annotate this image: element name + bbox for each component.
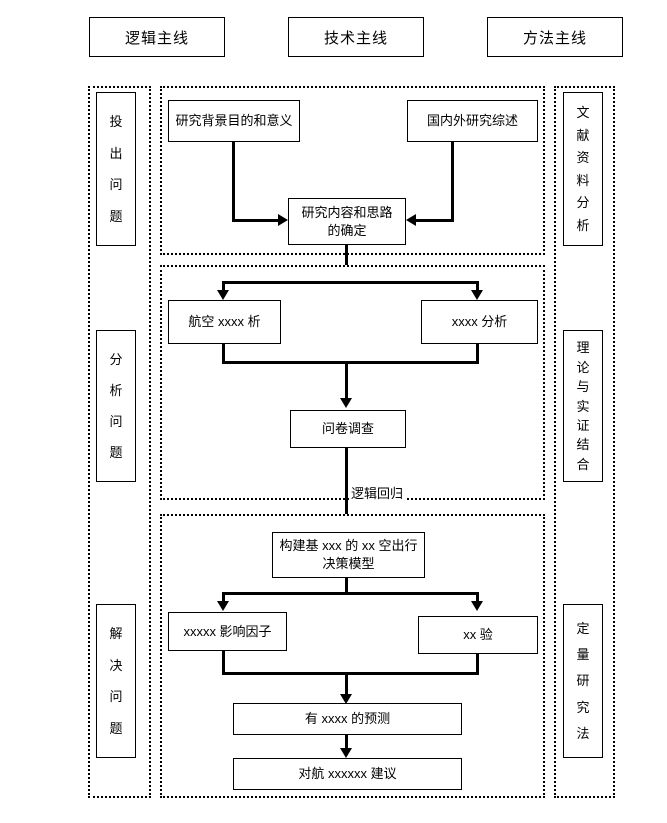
node-label-line1: 构建基 xxx 的 xx 空出行 — [279, 538, 418, 554]
vchar: 题 — [109, 720, 123, 736]
vchar: 论 — [576, 359, 590, 375]
vchar: 问 — [109, 414, 123, 429]
node-label: xxxxx 影响因子 — [183, 623, 272, 639]
vchar: 结 — [576, 437, 590, 453]
connector-line — [345, 578, 348, 594]
vchar: 题 — [109, 208, 123, 224]
vchar: 文 — [576, 105, 590, 121]
node-suggestion: 对航 xxxxxx 建议 — [233, 758, 462, 790]
vchar: 究 — [576, 699, 590, 715]
arrow-head-down — [340, 398, 352, 408]
vchar: 法 — [576, 725, 590, 741]
node-label: xxxx 分析 — [451, 314, 508, 330]
vchar: 量 — [576, 647, 590, 663]
vchar: 出 — [109, 145, 123, 161]
vchar: 定 — [576, 621, 590, 637]
connector-line — [345, 672, 348, 700]
left-lane-item-solve-question: 解 决 问 题 — [96, 604, 136, 758]
arrow-head-down — [340, 748, 352, 758]
node-decision-model: 构建基 xxx 的 xx 空出行 决策模型 — [272, 532, 425, 578]
vchar: 解 — [109, 626, 123, 642]
connector-line — [476, 654, 479, 675]
vchar: 分 — [109, 352, 123, 367]
node-aviation-analysis: 航空 xxxx 析 — [168, 300, 281, 344]
node-label-line1: 研究内容和思路 — [301, 204, 393, 220]
vchar: 问 — [109, 177, 123, 193]
right-lane-item-quantitative-method: 定 量 研 究 法 — [563, 604, 603, 758]
connector-line — [232, 219, 278, 222]
node-literature-review: 国内外研究综述 — [407, 100, 538, 142]
connector-line — [222, 672, 479, 675]
arrow-head-right — [278, 214, 288, 226]
connector-line — [476, 281, 479, 293]
connector-line — [345, 735, 348, 753]
vchar: 料 — [576, 172, 590, 188]
vchar: 与 — [576, 379, 590, 395]
vchar: 问 — [109, 689, 123, 705]
header-label-logic-mainline: 逻辑主线 — [124, 29, 189, 47]
header-box-method-mainline: 方法主线 — [487, 17, 623, 57]
arrow-head-down — [340, 694, 352, 704]
vchar: 理 — [576, 340, 590, 356]
connector-line — [476, 592, 479, 604]
header-label-method-mainline: 方法主线 — [522, 29, 587, 47]
node-xxxx-analysis: xxxx 分析 — [421, 300, 538, 344]
vchar: 投 — [109, 114, 123, 130]
header-box-technique-mainline: 技术主线 — [288, 17, 424, 57]
header-box-logic-mainline: 逻辑主线 — [89, 17, 225, 57]
node-label-line2: 决策模型 — [322, 556, 375, 571]
node-label: 对航 xxxxxx 建议 — [298, 766, 397, 782]
connector-line — [345, 448, 348, 532]
edge-label-text: 逻辑回归 — [351, 486, 404, 501]
vchar: 研 — [576, 673, 590, 689]
node-label: 国内外研究综述 — [426, 113, 518, 129]
vchar: 决 — [109, 657, 123, 673]
header-label-technique-mainline: 技术主线 — [323, 29, 388, 47]
node-label: xx 验 — [463, 627, 493, 643]
left-lane-item-raise-question: 投 出 问 题 — [96, 92, 136, 246]
connector-line — [222, 592, 479, 595]
left-lane-item-analyze-question: 分 析 问 题 — [96, 330, 136, 482]
arrow-head-down — [217, 601, 229, 611]
node-label: 有 xxxx 的预测 — [304, 711, 391, 727]
node-label-line2: 的确定 — [327, 222, 367, 238]
right-lane-item-literature-analysis: 文 献 资 料 分 析 — [563, 92, 603, 246]
vchar: 证 — [576, 417, 590, 433]
vchar: 合 — [576, 456, 590, 472]
vchar: 题 — [109, 445, 123, 460]
vchar: 资 — [576, 150, 590, 166]
connector-line — [222, 281, 479, 284]
connector-line — [232, 142, 235, 222]
connector-line — [451, 142, 454, 222]
connector-line — [222, 651, 225, 675]
connector-line — [222, 344, 225, 364]
vchar: 分 — [576, 195, 590, 211]
node-label: 问卷调查 — [321, 421, 374, 437]
vchar: 献 — [576, 127, 590, 143]
connector-line — [345, 245, 348, 283]
arrow-head-down — [217, 290, 229, 300]
node-research-content-decision: 研究内容和思路 的确定 — [288, 198, 406, 245]
connector-line — [476, 344, 479, 364]
arrow-head-down — [471, 601, 483, 611]
connector-line — [345, 361, 348, 401]
connector-line — [416, 219, 454, 222]
connector-line — [222, 281, 225, 293]
vchar: 析 — [109, 383, 123, 398]
vchar: 实 — [576, 398, 590, 414]
node-questionnaire-survey: 问卷调查 — [290, 410, 406, 448]
node-label: 航空 xxxx 析 — [188, 314, 261, 330]
connector-line — [222, 592, 225, 604]
connector-line — [222, 361, 479, 364]
right-lane-item-theory-empirical: 理 论 与 实 证 结 合 — [563, 330, 603, 482]
node-research-background: 研究背景目的和意义 — [168, 100, 300, 142]
node-label: 研究背景目的和意义 — [175, 113, 293, 129]
arrow-head-left — [406, 214, 416, 226]
node-prediction: 有 xxxx 的预测 — [233, 703, 462, 735]
arrow-head-down — [471, 290, 483, 300]
vchar: 析 — [576, 217, 590, 233]
node-influencing-factors: xxxxx 影响因子 — [168, 612, 287, 651]
edge-label-logistic-regression: 逻辑回归 — [349, 483, 406, 502]
node-validation: xx 验 — [418, 616, 538, 654]
